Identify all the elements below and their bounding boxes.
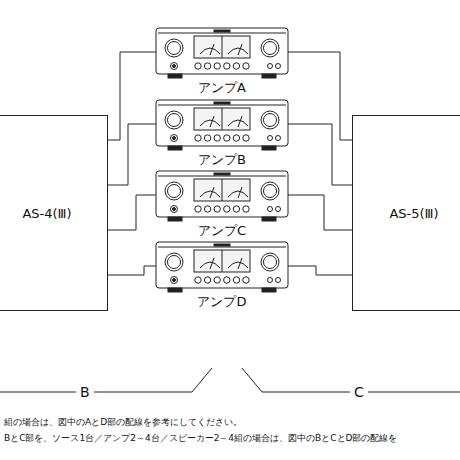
section-letter: B [76, 384, 94, 400]
amplifier-drawing [152, 24, 292, 80]
section-letter: C [350, 384, 368, 400]
amplifier-drawing [152, 96, 292, 152]
speaker-cable [288, 266, 352, 275]
speaker-cable [288, 195, 352, 230]
node-label: AS-5(Ⅲ) [389, 206, 438, 221]
speaker-cable [108, 52, 156, 140]
node-label: アンプD [195, 294, 248, 309]
amplifier-drawing [152, 167, 292, 223]
node-label: アンプB [196, 152, 248, 167]
node-label: AS-4(Ⅲ) [22, 206, 71, 221]
node-label: アンプA [196, 80, 248, 95]
speaker-cable [108, 195, 156, 230]
note-text: BとC部を、ソース1台／アンプ2～4台／スピーカー2～4組の場合は、図中のBとC… [4, 432, 397, 445]
speaker-box: AS-4(Ⅲ) [0, 115, 108, 311]
bracket-b [0, 368, 212, 392]
speaker-cable [108, 266, 156, 275]
speaker-cable [108, 124, 156, 185]
note-text: 組の場合は、図中のAとD部の配線を参考にしてください。 [4, 416, 242, 429]
amplifier: アンプB [152, 96, 292, 167]
speaker-cable [288, 124, 352, 185]
speaker-box: AS-5(Ⅲ) [352, 115, 460, 311]
speaker-cable [288, 52, 352, 140]
amplifier: アンプC [152, 167, 292, 238]
node-label: アンプC [196, 223, 248, 238]
amplifier: アンプA [152, 24, 292, 95]
amplifier-drawing [152, 238, 292, 294]
amplifier: アンプD [152, 238, 292, 309]
